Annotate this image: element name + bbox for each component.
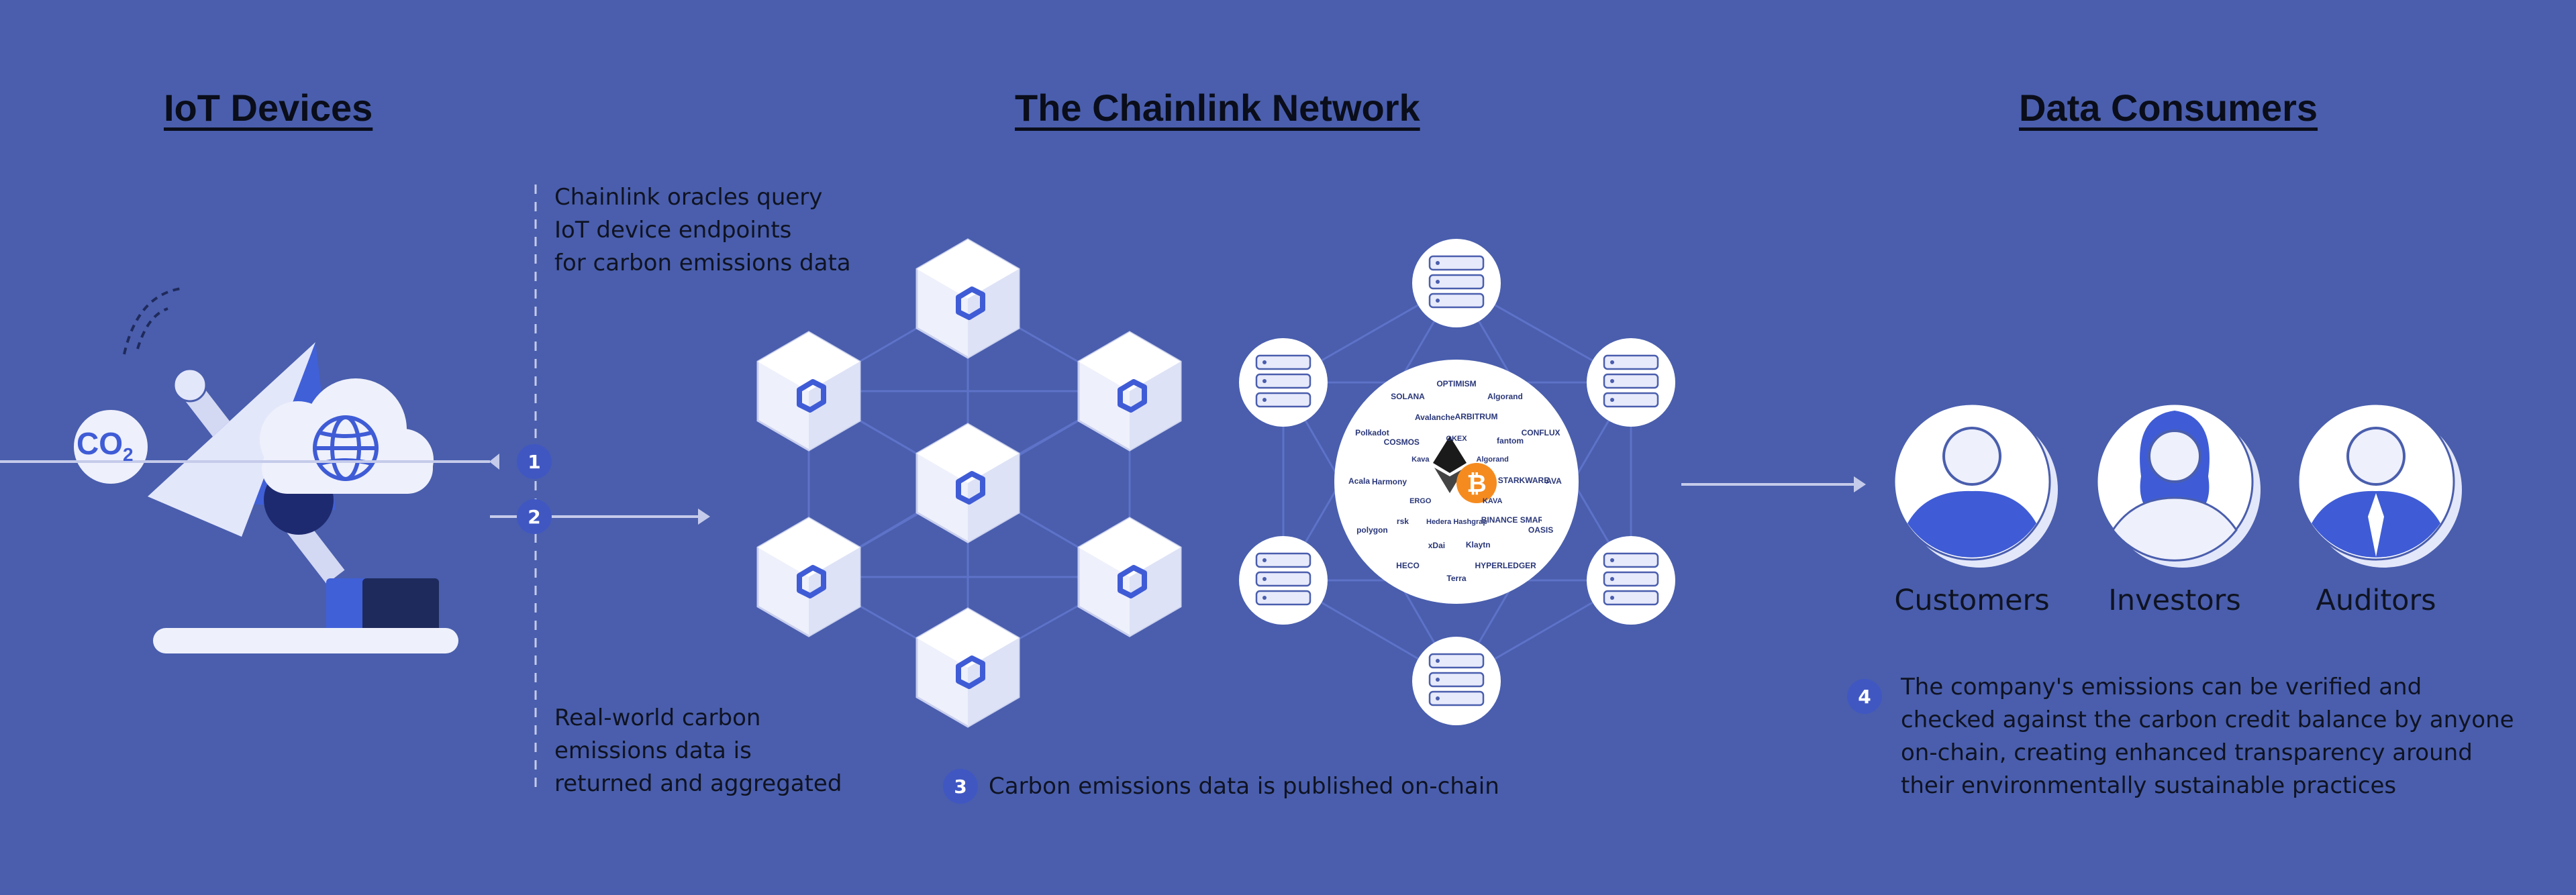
- customers-label: Customers: [1894, 584, 2050, 617]
- server-node: [1585, 337, 1677, 428]
- hex-node: [1079, 518, 1181, 636]
- blockchain-logo-label: xDai: [1428, 540, 1446, 550]
- chainlink-network-heading: The Chainlink Network: [1015, 87, 1420, 129]
- hex-node: [917, 240, 1019, 358]
- step-3-description: Carbon emissions data is published on-ch…: [989, 773, 1499, 800]
- step-2-description: Real-world carbon emissions data is retu…: [554, 702, 842, 800]
- server-node: [1411, 238, 1502, 329]
- step-2-line: returned and aggregated: [554, 770, 842, 797]
- svg-text:₿: ₿: [1467, 470, 1486, 498]
- step-4-line: checked against the carbon credit balanc…: [1901, 706, 2514, 733]
- step-4-line: their environmentally sustainable practi…: [1901, 772, 2397, 799]
- blockchain-logo-label: Kava: [1411, 456, 1430, 464]
- blockchain-logo-label: Klaytn: [1465, 539, 1491, 549]
- server-node: [1238, 337, 1329, 428]
- step-1-description: Chainlink oracles query IoT device endpo…: [554, 181, 851, 280]
- step-4-line: The company's emissions can be verified …: [1901, 674, 2422, 700]
- blockchain-logo-label: Algorand: [1476, 456, 1509, 464]
- blockchain-logo-label: fantom: [1497, 436, 1524, 446]
- hex-node: [917, 609, 1019, 727]
- blockchain-logo-label: polygon: [1356, 525, 1388, 535]
- step-1-line: IoT device endpoints: [554, 217, 792, 244]
- blockchain-logo-label: SOLANA: [1391, 392, 1425, 402]
- step-2-badge: 2: [517, 499, 552, 534]
- iot-devices-heading: IoT Devices: [164, 87, 373, 129]
- bitcoin-icon: ₿: [1456, 463, 1497, 503]
- co2-bubble: [74, 410, 148, 484]
- hex-nodes: [758, 240, 1181, 727]
- server-node: [1585, 535, 1677, 626]
- blockchain-logo-label: Avalanche: [1414, 413, 1455, 423]
- blockchain-logo-label: Acala: [1348, 476, 1371, 486]
- blockchain-logo-label: CONFLUX: [1521, 427, 1561, 437]
- hex-node: [758, 518, 860, 636]
- step-4-description: The company's emissions can be verified …: [1901, 671, 2514, 802]
- iot-device-illustration: [74, 287, 458, 653]
- step-1-badge: 1: [517, 444, 552, 479]
- co2-subscript: 2: [123, 444, 134, 466]
- server-node: [1238, 535, 1329, 626]
- co2-label: CO2: [77, 425, 134, 466]
- blockchain-logo-label: OASIS: [1528, 525, 1554, 535]
- ethereum-icon: [1433, 436, 1467, 493]
- blockchain-logo-label: HECO: [1396, 560, 1420, 570]
- avatar-auditors: [2297, 403, 2462, 568]
- blockchain-logo-label: HYPERLEDGER: [1475, 560, 1536, 570]
- blockchain-logo-label: Harmony: [1371, 477, 1407, 487]
- step-2-line: Real-world carbon: [554, 704, 761, 731]
- step-4-badge: 4: [1847, 679, 1882, 714]
- server-node: [1411, 635, 1502, 727]
- step-1-line: Chainlink oracles query: [554, 184, 823, 211]
- data-consumers-heading: Data Consumers: [2019, 87, 2318, 129]
- avatar-customers: [1893, 403, 2058, 568]
- hex-node: [917, 424, 1019, 542]
- hex-mesh-lines: [807, 297, 1131, 669]
- hex-node: [1079, 332, 1181, 450]
- step-2-line: emissions data is: [554, 737, 752, 764]
- step-4-line: on-chain, creating enhanced transparency…: [1901, 739, 2473, 766]
- blockchain-logo-label: KAVA: [1482, 497, 1503, 505]
- blockchain-logo-label: AVA: [1546, 476, 1562, 486]
- investors-label: Investors: [2108, 584, 2241, 617]
- blockchain-logo-label: BINANCE SMART CHAIN: [1481, 515, 1542, 525]
- avatar-investors: [2095, 403, 2261, 568]
- blockchain-logo-label: Algorand: [1487, 392, 1523, 402]
- hex-node: [758, 332, 860, 450]
- auditors-label: Auditors: [2316, 584, 2436, 617]
- blockchain-logo-label: OPTIMISM: [1436, 379, 1477, 388]
- blockchain-logo-label: ARBITRUM: [1454, 412, 1498, 422]
- step-3-badge: 3: [943, 769, 978, 804]
- blockchain-logo-label: Terra: [1446, 574, 1467, 583]
- co2-text: CO: [77, 426, 123, 461]
- blockchain-logo-label: OKEX: [1446, 435, 1467, 443]
- blockchain-logo-label: STARKWARE: [1497, 475, 1550, 485]
- blockchain-logo-label: Polkadot: [1355, 427, 1389, 437]
- blockchain-logo-cluster: ₿: [1334, 360, 1579, 604]
- blockchain-logo-label: Hedera Hashgraph: [1426, 518, 1487, 526]
- blockchain-logo-label: ERGO: [1409, 497, 1432, 505]
- blockchain-logo-label: COSMOS: [1383, 437, 1420, 448]
- blockchain-logo-label: rsk: [1396, 516, 1409, 526]
- step-1-line: for carbon emissions data: [554, 250, 851, 276]
